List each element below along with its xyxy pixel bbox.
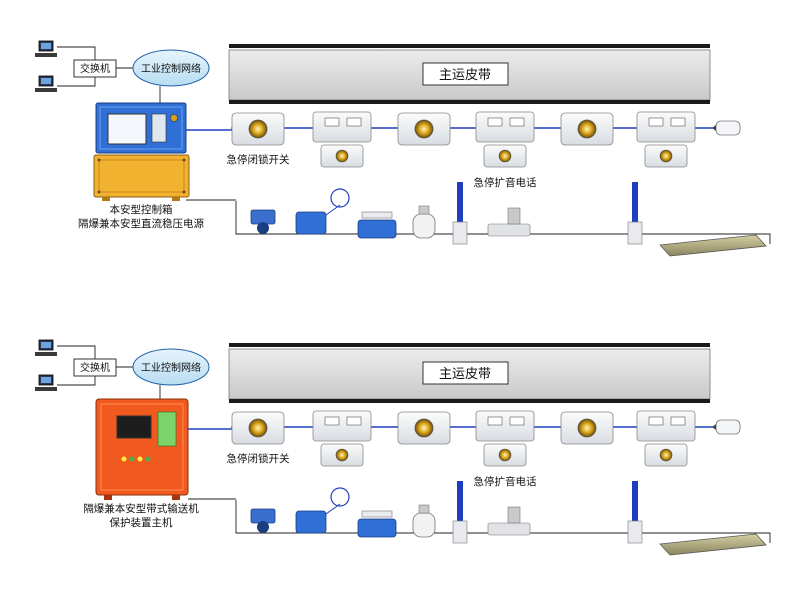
end-speaker-icon — [712, 419, 741, 435]
system-section-2: 交换机 工业控制网络 隔爆兼本安型带式输送机 保护装置主机 主运皮带 — [35, 339, 771, 556]
estop-switch-icon — [231, 112, 285, 146]
phone-label: 急停扩音电话 — [474, 475, 537, 488]
plate-sensor-icon — [659, 533, 767, 556]
intrinsically-safe-control-box — [95, 102, 187, 154]
temperature-sensor-icon — [412, 205, 436, 239]
plate-sensor-icon — [659, 234, 767, 257]
conveyor-protection-host — [95, 398, 189, 500]
switch-box: 交换机 — [73, 59, 117, 78]
computer-icon — [35, 40, 57, 57]
speaker-phone-icon — [312, 410, 372, 467]
deviation-sensor-icon — [487, 207, 531, 237]
system-section-1: 交换机 工业控制网络 本安型控制箱 隔爆兼本安型直流稳压电源 — [35, 40, 771, 257]
tear-sensor-icon — [357, 510, 397, 538]
end-speaker-icon — [712, 120, 741, 136]
temperature-sensor-icon — [412, 504, 436, 538]
sensor-icon — [295, 487, 350, 534]
computer-icon — [35, 374, 57, 391]
network-label: 工业控制网络 — [141, 361, 201, 374]
computer-icon — [35, 339, 57, 356]
smoke-sensor-icon — [452, 182, 468, 245]
phone-label: 急停扩音电话 — [474, 176, 537, 189]
industrial-network-node: 工业控制网络 — [132, 348, 210, 386]
estop-label: 急停闭锁开关 — [227, 452, 290, 465]
main-belt: 主运皮带 — [228, 44, 711, 104]
switch-label: 交换机 — [80, 62, 110, 75]
speaker-phone-icon — [636, 410, 696, 467]
estop-switch-icon — [560, 112, 614, 146]
tilt-sensor-icon — [250, 209, 276, 234]
tilt-sensor-icon — [250, 508, 276, 533]
controller-label-line2: 保护装置主机 — [110, 516, 173, 529]
speaker-phone-icon — [475, 410, 535, 467]
speaker-phone-icon — [475, 111, 535, 168]
switch-box: 交换机 — [73, 358, 117, 377]
belt-label: 主运皮带 — [439, 367, 491, 382]
controller-label-line2: 隔爆兼本安型直流稳压电源 — [78, 217, 204, 230]
speaker-phone-icon — [636, 111, 696, 168]
smoke-sensor-icon — [627, 481, 643, 544]
estop-switch-icon — [397, 411, 451, 445]
computer-icon — [35, 75, 57, 92]
estop-label: 急停闭锁开关 — [227, 153, 290, 166]
main-belt: 主运皮带 — [228, 343, 711, 403]
deviation-sensor-icon — [487, 506, 531, 536]
smoke-sensor-icon — [627, 182, 643, 245]
tear-sensor-icon — [357, 211, 397, 239]
network-label: 工业控制网络 — [141, 62, 201, 75]
switch-label: 交换机 — [80, 361, 110, 374]
sensor-icon — [295, 188, 350, 235]
smoke-sensor-icon — [452, 481, 468, 544]
controller-label-line1: 本安型控制箱 — [110, 203, 173, 216]
controller-label-line1: 隔爆兼本安型带式输送机 — [83, 502, 199, 515]
speaker-phone-icon — [312, 111, 372, 168]
estop-switch-icon — [560, 411, 614, 445]
estop-switch-icon — [231, 411, 285, 445]
industrial-network-node: 工业控制网络 — [132, 49, 210, 87]
estop-switch-icon — [397, 112, 451, 146]
belt-label: 主运皮带 — [439, 68, 491, 83]
flameproof-dc-power-supply — [93, 154, 190, 201]
